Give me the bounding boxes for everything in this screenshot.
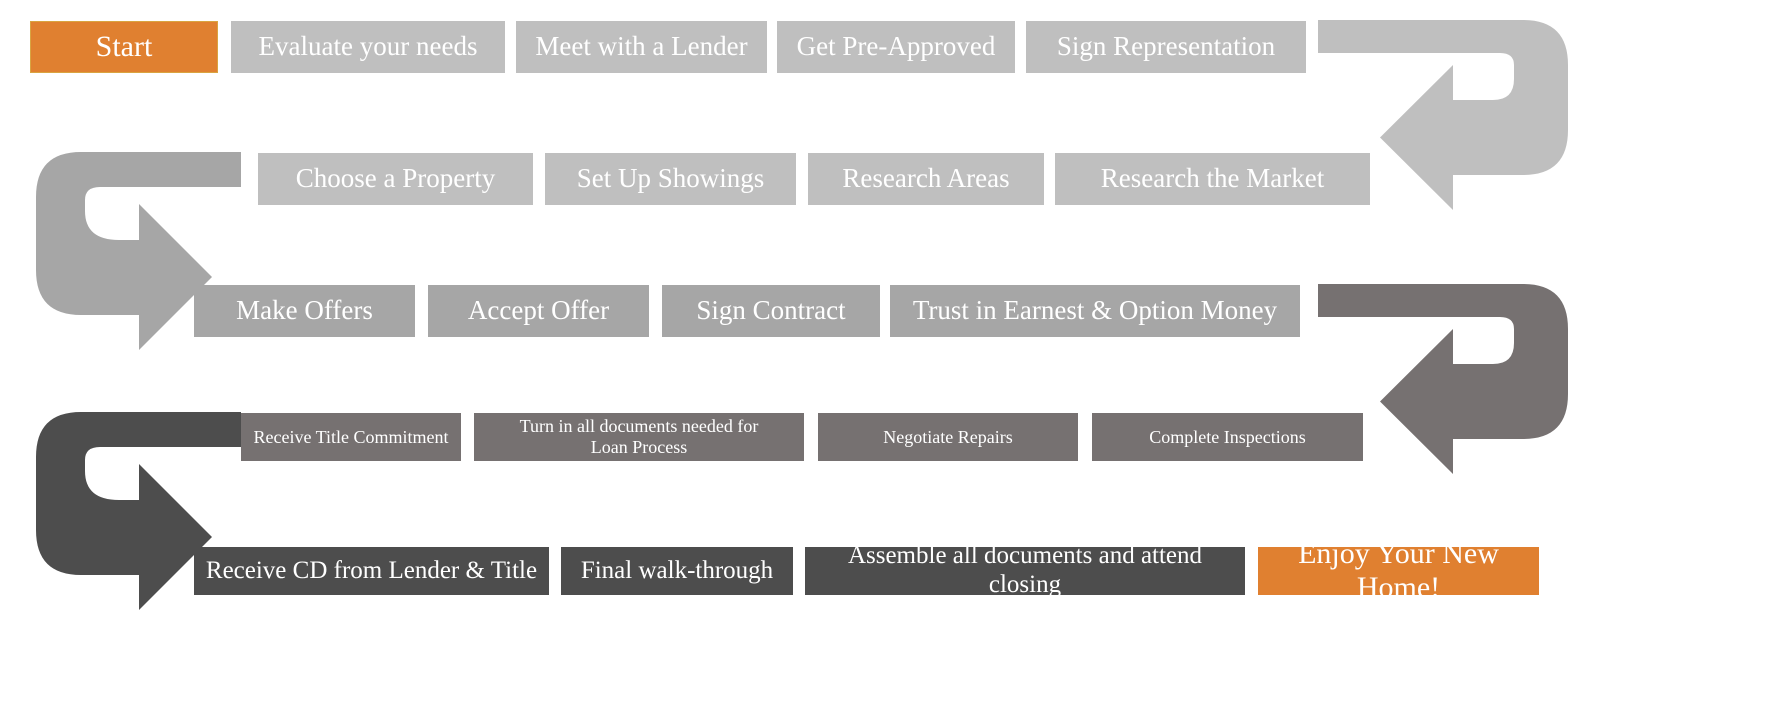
flow-step-trust-in-earnest-and-option-money[interactable]: Trust in Earnest & Option Money <box>890 285 1300 337</box>
flow-step-assemble-all-documents[interactable]: Assemble all documents and attend closin… <box>805 542 1245 598</box>
flow-step-negotiate-repairs[interactable]: Negotiate Repairs <box>818 413 1078 461</box>
flow-step-complete-inspections[interactable]: Complete Inspections <box>1092 413 1363 461</box>
flow-step-sign-contract[interactable]: Sign Contract <box>662 285 880 337</box>
flow-step-evaluate-your-needs[interactable]: Evaluate your needs <box>231 21 505 73</box>
flow-step-turn-in-all-documents[interactable]: Turn in all documents needed for Loan Pr… <box>474 413 804 461</box>
flow-step-research-areas[interactable]: Research Areas <box>808 153 1044 205</box>
flow-step-get-pre-approved[interactable]: Get Pre-Approved <box>777 21 1015 73</box>
connector-row1-to-row2 <box>1318 20 1578 225</box>
flow-step-accept-offer[interactable]: Accept Offer <box>428 285 649 337</box>
connector-row2-to-row3 <box>36 152 251 360</box>
flow-step-research-the-market[interactable]: Research the Market <box>1055 153 1370 205</box>
flow-step-choose-a-property[interactable]: Choose a Property <box>258 153 533 205</box>
flow-step-sign-representation[interactable]: Sign Representation <box>1026 21 1306 73</box>
flow-step-make-offers[interactable]: Make Offers <box>194 285 415 337</box>
flow-step-receive-title-commitment[interactable]: Receive Title Commitment <box>241 413 461 461</box>
flow-step-receive-cd-from-lender-and-title[interactable]: Receive CD from Lender & Title <box>194 547 549 595</box>
connector-row4-to-row5 <box>36 412 251 620</box>
flow-step-meet-with-a-lender[interactable]: Meet with a Lender <box>516 21 767 73</box>
connector-row3-to-row4 <box>1318 284 1578 489</box>
flow-step-start[interactable]: Start <box>30 21 218 73</box>
flow-step-enjoy-your-new-home[interactable]: Enjoy Your New Home! <box>1258 537 1539 604</box>
flow-step-set-up-showings[interactable]: Set Up Showings <box>545 153 796 205</box>
flow-step-final-walk-through[interactable]: Final walk-through <box>561 547 793 595</box>
